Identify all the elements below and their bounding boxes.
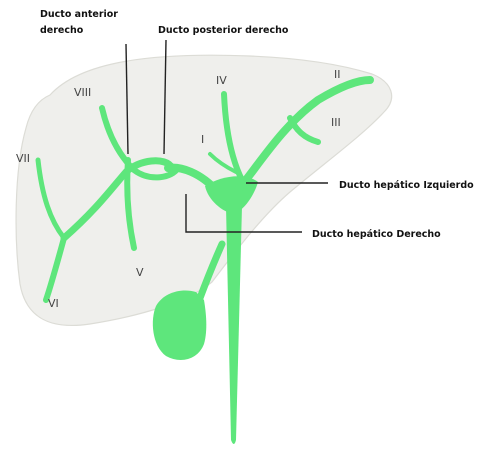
segment-label-iv: IV [216,74,227,87]
label-ducto-anterior-derecho-line2: derecho [40,25,84,36]
label-ducto-anterior-derecho-line1: Ducto anterior [40,9,118,20]
label-ducto-hepatico-derecho: Ducto hepático Derecho [312,229,441,240]
label-ducto-posterior-derecho: Ducto posterior derecho [158,25,289,36]
label-ducto-hepatico-izquierdo: Ducto hepático Izquierdo [339,180,474,191]
segment-label-iii: III [331,116,341,129]
segment-label-i: I [201,133,204,146]
common-bile-duct [226,206,242,444]
segment-label-vi: VI [48,297,59,310]
segment-label-vii: VII [16,152,30,165]
segment-label-ii: II [334,68,341,81]
segment-label-viii: VIII [74,86,91,99]
segment-label-v: V [136,266,144,279]
